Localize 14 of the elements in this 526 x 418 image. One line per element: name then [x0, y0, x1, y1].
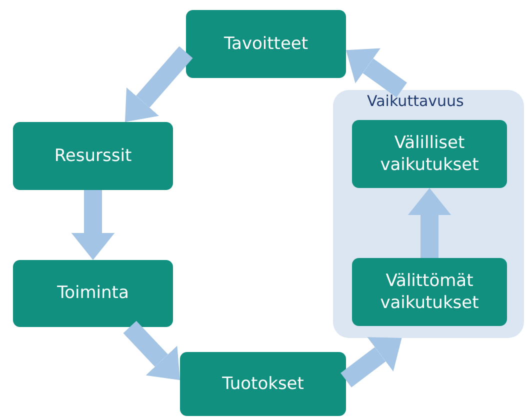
process-box: Resurssit [13, 122, 173, 190]
block-arrow [71, 190, 115, 260]
group-title: Vaikuttavuus [367, 92, 464, 110]
group-panel [333, 90, 524, 338]
process-box: Toiminta [13, 260, 173, 327]
process-box: Tuotokset [180, 352, 346, 416]
process-box: Välilliset vaikutukset [352, 120, 507, 188]
block-arrow [340, 337, 402, 388]
process-box: Välittömät vaikutukset [352, 258, 507, 326]
block-arrow [125, 46, 193, 122]
block-arrow [408, 188, 452, 258]
process-box: Tavoitteet [186, 10, 346, 78]
block-arrow [346, 48, 407, 98]
block-arrow [123, 320, 180, 380]
